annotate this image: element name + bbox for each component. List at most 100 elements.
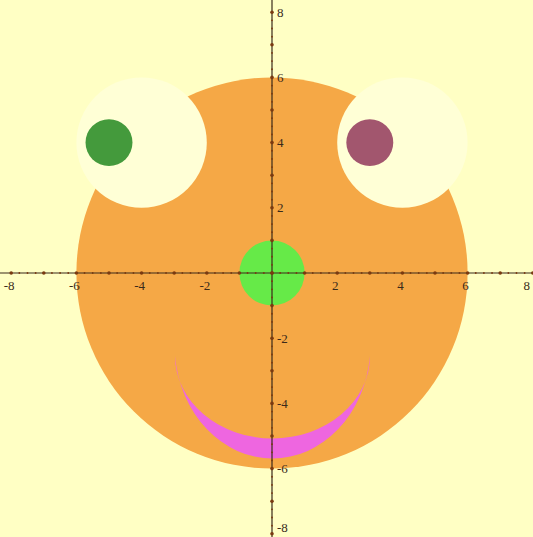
axis-tick (433, 271, 437, 275)
axis-tick (335, 271, 339, 275)
axis-tick (270, 532, 274, 536)
axis-tick (270, 10, 274, 14)
axis-tick (507, 272, 509, 274)
axis-tick (149, 272, 151, 274)
right-eye (337, 77, 467, 207)
axis-tick (271, 101, 273, 103)
axis-tick (271, 525, 273, 527)
axis-tick (271, 191, 273, 193)
axis-tick (270, 76, 274, 80)
y-tick-label: 8 (277, 6, 284, 19)
axis-tick (312, 272, 314, 274)
axis-tick (172, 271, 176, 275)
axis-tick (271, 354, 273, 356)
axis-tick (271, 93, 273, 95)
axis-tick (270, 141, 274, 145)
left-eye (76, 77, 206, 207)
axis-tick (271, 297, 273, 299)
axis-tick (271, 427, 273, 429)
axis-tick (475, 272, 477, 274)
axis-tick (271, 321, 273, 323)
axis-tick (165, 272, 167, 274)
axis-tick (271, 28, 273, 30)
axis-tick (328, 272, 330, 274)
axis-tick (516, 272, 518, 274)
axis-tick (271, 215, 273, 217)
axis-tick (271, 19, 273, 21)
y-tick-label: -2 (277, 332, 288, 345)
axis-tick (271, 517, 273, 519)
x-tick-label: 2 (332, 279, 339, 292)
axis-tick (271, 345, 273, 347)
x-tick-label: -6 (69, 279, 80, 292)
axis-tick (271, 329, 273, 331)
axis-tick (271, 231, 273, 233)
axis-tick (271, 166, 273, 168)
y-tick-label: 4 (277, 136, 284, 149)
axis-tick (377, 272, 379, 274)
axis-tick (270, 336, 274, 340)
axis-tick (296, 272, 298, 274)
axis-tick (320, 272, 322, 274)
axis-tick (271, 36, 273, 38)
axis-tick (271, 158, 273, 160)
right-pupil (346, 119, 393, 166)
x-tick-label: -8 (4, 279, 15, 292)
axis-tick (271, 288, 273, 290)
axis-tick (9, 271, 13, 275)
axis-tick (270, 271, 274, 275)
axis-tick (84, 272, 86, 274)
axis-tick (353, 272, 355, 274)
axis-tick (271, 313, 273, 315)
axis-tick (271, 484, 273, 486)
left-pupil (86, 119, 133, 166)
y-tick-label: -8 (277, 521, 288, 534)
axis-tick (524, 272, 526, 274)
axis-tick (181, 272, 183, 274)
x-tick-label: -2 (199, 279, 210, 292)
axis-tick (271, 476, 273, 478)
axis-tick (271, 411, 273, 413)
axis-tick (190, 272, 192, 274)
axis-tick (368, 271, 372, 275)
axis-tick (442, 272, 444, 274)
axis-tick (303, 271, 307, 275)
axis-tick (271, 492, 273, 494)
axis-tick (271, 117, 273, 119)
x-tick-label: 4 (397, 279, 404, 292)
axis-tick (270, 304, 274, 308)
axis-tick (67, 272, 69, 274)
axis-tick (393, 272, 395, 274)
axis-tick (271, 68, 273, 70)
axis-tick (271, 134, 273, 136)
axis-tick (483, 272, 485, 274)
x-tick-label: 6 (462, 279, 469, 292)
axis-tick (59, 272, 61, 274)
axis-tick (271, 394, 273, 396)
y-axis (271, 0, 272, 537)
y-tick-label: -4 (277, 397, 288, 410)
axis-tick (498, 271, 502, 275)
axis-tick (271, 182, 273, 184)
axis-tick (271, 85, 273, 87)
axis-tick (271, 256, 273, 258)
x-axis (0, 272, 533, 273)
axis-tick (271, 52, 273, 54)
axis-tick (271, 248, 273, 250)
axis-tick (271, 125, 273, 127)
axis-tick (270, 239, 274, 243)
axis-tick (133, 272, 135, 274)
axis-tick (271, 378, 273, 380)
axis-tick (410, 272, 412, 274)
axis-tick (247, 272, 249, 274)
x-tick-label: 8 (524, 279, 531, 292)
axis-tick (271, 60, 273, 62)
axis-tick (100, 272, 102, 274)
axis-tick (230, 272, 232, 274)
axis-tick (198, 272, 200, 274)
axis-tick (466, 271, 470, 275)
axis-tick (27, 272, 29, 274)
